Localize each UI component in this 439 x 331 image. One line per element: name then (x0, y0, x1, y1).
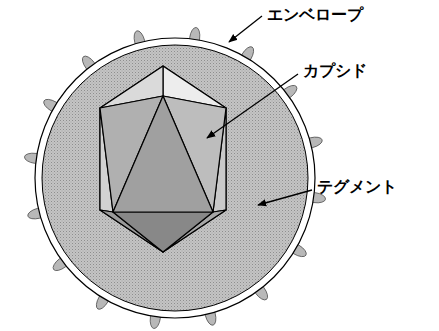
tegument (42, 45, 308, 311)
capsid-icosahedron (100, 66, 226, 252)
part-label: カプシド (303, 62, 367, 80)
leader-lines (207, 16, 312, 205)
envelope-spikes (24, 27, 326, 329)
part-label: エンベロープ (267, 6, 363, 24)
envelope-ring (35, 38, 315, 318)
part-label: テグメント (317, 178, 397, 196)
